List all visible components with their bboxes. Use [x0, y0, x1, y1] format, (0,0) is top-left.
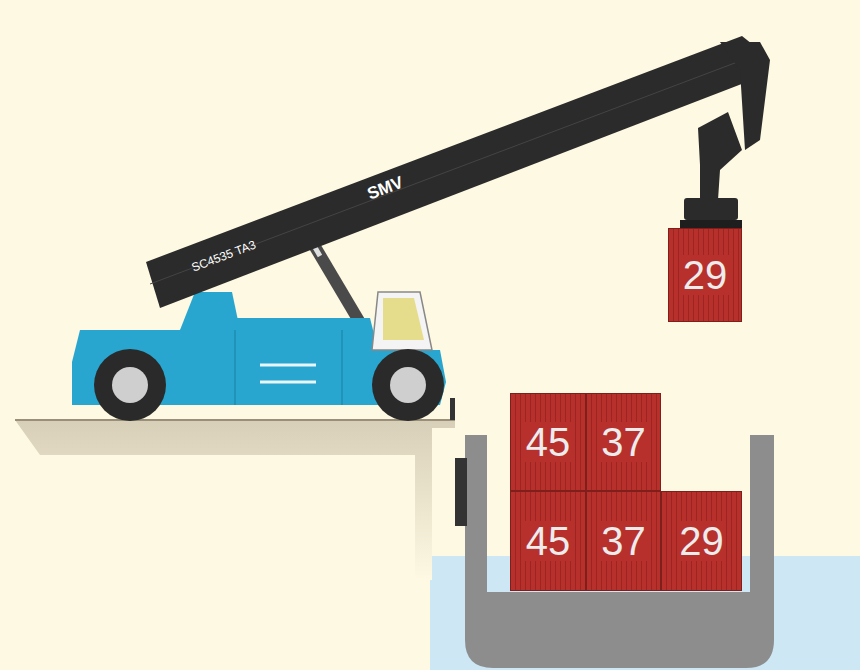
model-label: SC4535 TA3 [190, 238, 257, 273]
spreader [684, 198, 738, 220]
wheel [372, 349, 444, 421]
cabin [372, 292, 432, 350]
container-box: 29 [668, 228, 742, 322]
container-box: 37 [586, 393, 661, 491]
quay [15, 420, 455, 580]
bollard [450, 398, 455, 420]
wheel [94, 349, 166, 421]
container-box: 37 [586, 491, 661, 591]
container-number: 45 [524, 422, 573, 462]
rotator [698, 112, 742, 200]
container-number: 29 [677, 521, 726, 561]
telescopic-boom [146, 36, 752, 308]
fender [455, 458, 467, 526]
container-number: 37 [599, 422, 648, 462]
container-number: 37 [599, 521, 648, 561]
container-box: 45 [510, 491, 586, 591]
container-number: 29 [681, 255, 730, 295]
brand-label: SMV [365, 174, 405, 203]
container-number: 45 [524, 521, 573, 561]
container-box: 45 [510, 393, 586, 491]
container-box: 29 [661, 491, 742, 591]
